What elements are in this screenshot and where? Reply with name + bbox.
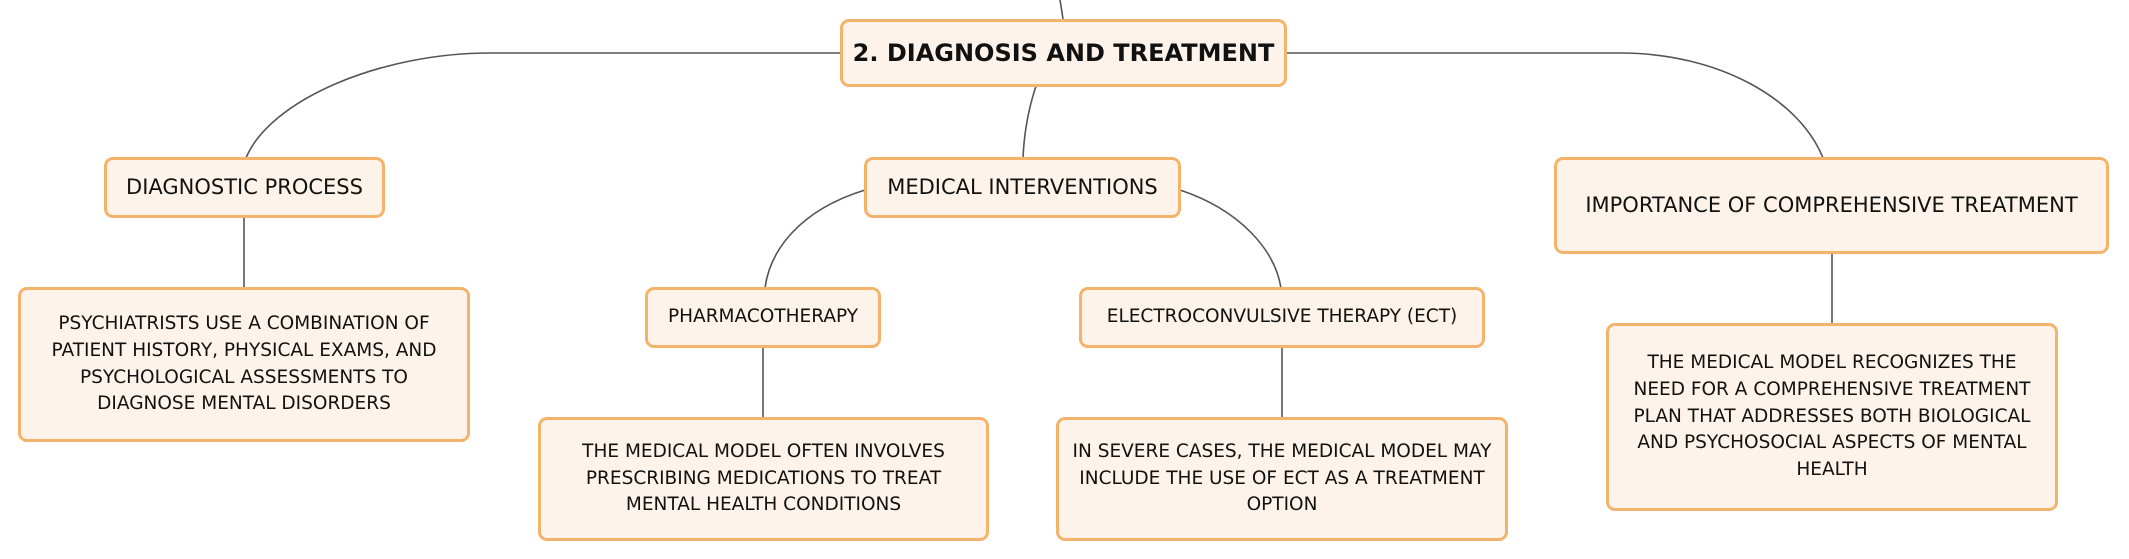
connector-medical-interventions-to-ect [1179,189,1282,289]
pharmacotherapy-detail: THE MEDICAL MODEL OFTEN INVOLVES PRESCRI… [582,440,945,516]
pharmacotherapy-label: PHARMACOTHERAPY [667,306,859,328]
medical-interventions-label: MEDICAL INTERVENTIONS [887,175,1158,200]
connector-medical-interventions-to-pharmacotherapy [764,189,866,289]
ect-detail-node[interactable]: IN SEVERE CASES, THE MEDICAL MODEL MAY I… [1056,417,1508,541]
ect-label: ELECTROCONVULSIVE THERAPY (ECT) [1106,306,1458,328]
connector-root-to-medical-interventions [1022,85,1037,159]
pharmacotherapy-detail-node[interactable]: THE MEDICAL MODEL OFTEN INVOLVES PRESCRI… [538,417,989,541]
root-node[interactable]: 2. DIAGNOSIS AND TREATMENT [840,19,1287,87]
pharmacotherapy-node[interactable]: PHARMACOTHERAPY [645,287,881,348]
comprehensive-treatment-label: IMPORTANCE OF COMPREHENSIVE TREATMENT [1585,193,2078,218]
root-node-label: 2. DIAGNOSIS AND TREATMENT [852,38,1275,67]
diagnostic-process-detail: PSYCHIATRISTS USE A COMBINATION OF PATIE… [51,312,437,415]
ect-node[interactable]: ELECTROCONVULSIVE THERAPY (ECT) [1079,287,1485,348]
medical-interventions-node[interactable]: MEDICAL INTERVENTIONS [864,157,1181,218]
diagnostic-process-node[interactable]: DIAGNOSTIC PROCESS [104,157,385,218]
ect-detail: IN SEVERE CASES, THE MEDICAL MODEL MAY I… [1072,440,1492,516]
comprehensive-treatment-node[interactable]: IMPORTANCE OF COMPREHENSIVE TREATMENT [1554,157,2109,254]
diagnostic-process-label: DIAGNOSTIC PROCESS [126,175,363,200]
comprehensive-treatment-detail: THE MEDICAL MODEL RECOGNIZES THE NEED FO… [1633,351,2031,481]
comprehensive-treatment-detail-node[interactable]: THE MEDICAL MODEL RECOGNIZES THE NEED FO… [1606,323,2058,511]
connector-parent-to-root [1059,0,1064,20]
diagnostic-process-detail-node[interactable]: PSYCHIATRISTS USE A COMBINATION OF PATIE… [18,287,470,442]
connector-root-to-comprehensive-treatment [1287,52,1824,159]
connector-root-to-diagnostic-process [245,52,840,159]
